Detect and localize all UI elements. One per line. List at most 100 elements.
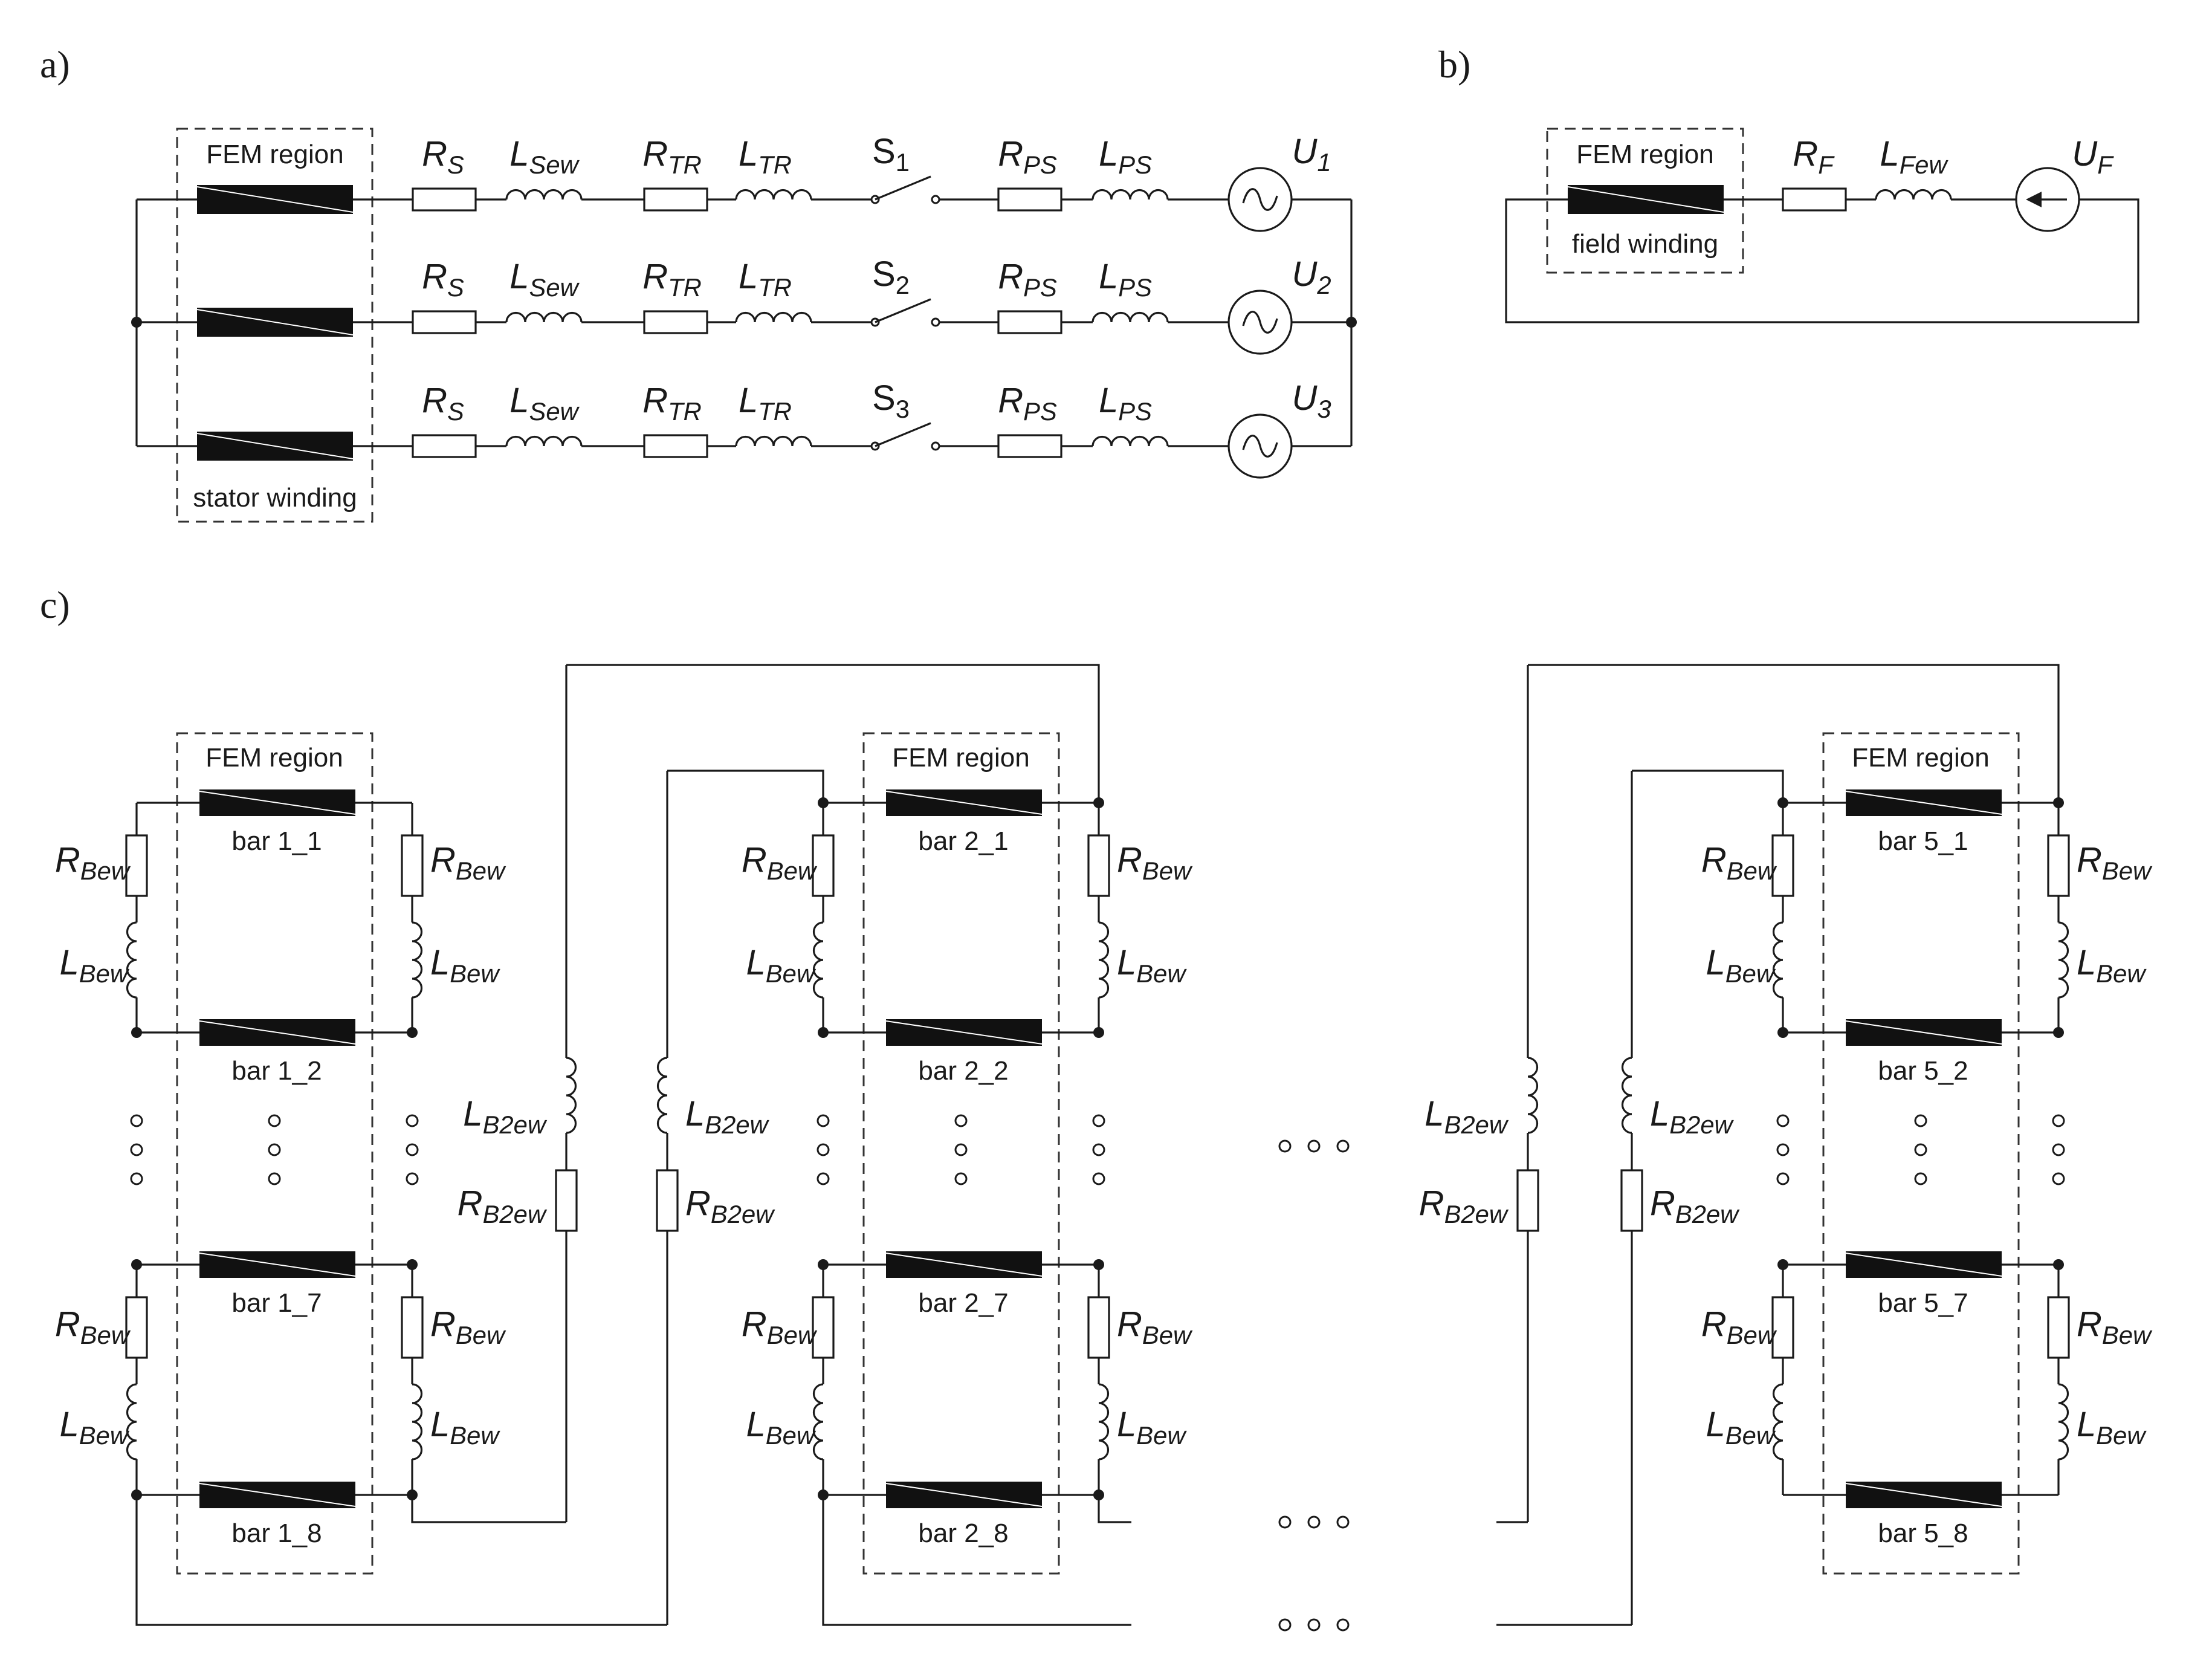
- resistor: [1782, 187, 1847, 212]
- label-rbew: RBew: [1701, 1305, 1777, 1349]
- inductor: [126, 921, 137, 999]
- label-lps: LPS: [1099, 134, 1152, 179]
- label-rbew: RBew: [1117, 840, 1193, 885]
- label-rs: RS: [422, 134, 464, 179]
- label-rtr: RTR: [642, 257, 702, 302]
- inductor: [412, 921, 423, 999]
- resistor: [555, 1169, 578, 1232]
- fem-bar: [199, 1482, 356, 1508]
- label-rbew: RBew: [2077, 840, 2153, 885]
- label-rtr: RTR: [642, 381, 702, 426]
- ellipsis-dot: [954, 1172, 968, 1185]
- resistor: [997, 310, 1062, 334]
- fem-bar: [1845, 1482, 2002, 1508]
- label-lbew: LBew: [430, 943, 500, 988]
- inductor: [735, 311, 812, 323]
- resistor: [656, 1169, 679, 1232]
- label-rf: RF: [1793, 134, 1835, 179]
- resistor: [643, 187, 708, 212]
- label-lb2ew: LB2ew: [685, 1094, 770, 1139]
- label-rbew: RBew: [55, 1305, 131, 1349]
- bar-label: bar 2_7: [918, 1288, 1008, 1318]
- fem-region-label: FEM region: [206, 140, 343, 169]
- bar-label: bar 1_1: [231, 826, 322, 856]
- junction-dot: [818, 1259, 829, 1270]
- label-rs: RS: [422, 257, 464, 302]
- ellipsis-dot: [1336, 1139, 1350, 1153]
- junction-dot: [407, 1259, 418, 1270]
- ellipsis-dot: [268, 1172, 281, 1185]
- inductor: [1875, 189, 1952, 200]
- label-source-voltage: U2: [1292, 254, 1331, 299]
- wire: [1632, 770, 1784, 803]
- fem-region-label: FEM region: [205, 743, 343, 773]
- fem-bar: [199, 1019, 356, 1046]
- ellipsis-dot: [1307, 1515, 1321, 1529]
- label-lbew: LBew: [746, 1405, 817, 1450]
- label-rs: RS: [422, 381, 464, 426]
- inductor: [412, 1383, 423, 1460]
- inductor: [1098, 1383, 1110, 1460]
- sine-symbol: [1242, 311, 1278, 334]
- ellipsis-dot: [1776, 1114, 1790, 1127]
- inductor: [812, 921, 824, 999]
- fem-region-rotor-box: [862, 732, 1060, 1575]
- inductor: [812, 1383, 824, 1460]
- label-lb2ew: LB2ew: [1650, 1094, 1735, 1139]
- inductor: [1621, 1057, 1632, 1134]
- ellipsis-dot: [1776, 1143, 1790, 1156]
- ellipsis-dot: [406, 1172, 419, 1185]
- inductor: [1091, 189, 1169, 200]
- junction-dot: [2053, 1027, 2064, 1038]
- fem-bar: [196, 185, 354, 214]
- ellipsis-dot: [1914, 1114, 1927, 1127]
- switch-contact: [931, 441, 940, 451]
- resistor: [1620, 1169, 1643, 1232]
- sine-symbol: [1242, 188, 1278, 211]
- label-lb2ew: LB2ew: [1425, 1094, 1509, 1139]
- label-switch: S3: [872, 378, 910, 423]
- label-switch: S1: [872, 132, 910, 177]
- label-rbew: RBew: [742, 840, 818, 885]
- junction-dot: [1093, 1027, 1104, 1038]
- label-lbew: LBew: [60, 943, 130, 988]
- wire: [1098, 1495, 1131, 1523]
- inductor: [656, 1057, 668, 1134]
- ellipsis-dot: [1278, 1515, 1292, 1529]
- label-lbew: LBew: [430, 1405, 500, 1450]
- fem-region-field-box: [1546, 128, 1744, 274]
- sine-symbol: [1242, 435, 1278, 458]
- ellipsis-dot: [817, 1172, 830, 1185]
- label-source-voltage: U3: [1292, 378, 1331, 423]
- resistor: [412, 310, 477, 334]
- label-rbew: RBew: [430, 1305, 506, 1349]
- ellipsis-dot: [817, 1114, 830, 1127]
- junction-dot: [407, 1027, 418, 1038]
- label-lsew: LSew: [509, 134, 580, 179]
- ellipsis-dot: [1914, 1172, 1927, 1185]
- label-ltr: LTR: [739, 257, 792, 302]
- wire: [135, 1495, 667, 1626]
- ellipsis-dot: [1278, 1139, 1292, 1153]
- label-rps: RPS: [998, 134, 1057, 179]
- ellipsis-dot: [130, 1172, 143, 1185]
- fem-region-label: FEM region: [892, 743, 1029, 773]
- label-lsew: LSew: [509, 381, 580, 426]
- resistor: [1771, 1296, 1794, 1359]
- resistor: [812, 834, 835, 897]
- panel-labels: a)b)c): [40, 43, 1470, 626]
- fem-bar: [199, 1251, 356, 1278]
- inductor: [505, 435, 583, 447]
- label-rbew: RBew: [430, 840, 506, 885]
- fem-bar: [199, 789, 356, 816]
- inductor: [735, 189, 812, 200]
- label-lb2ew: LB2ew: [463, 1094, 548, 1139]
- bar-label: bar 2_1: [918, 826, 1008, 856]
